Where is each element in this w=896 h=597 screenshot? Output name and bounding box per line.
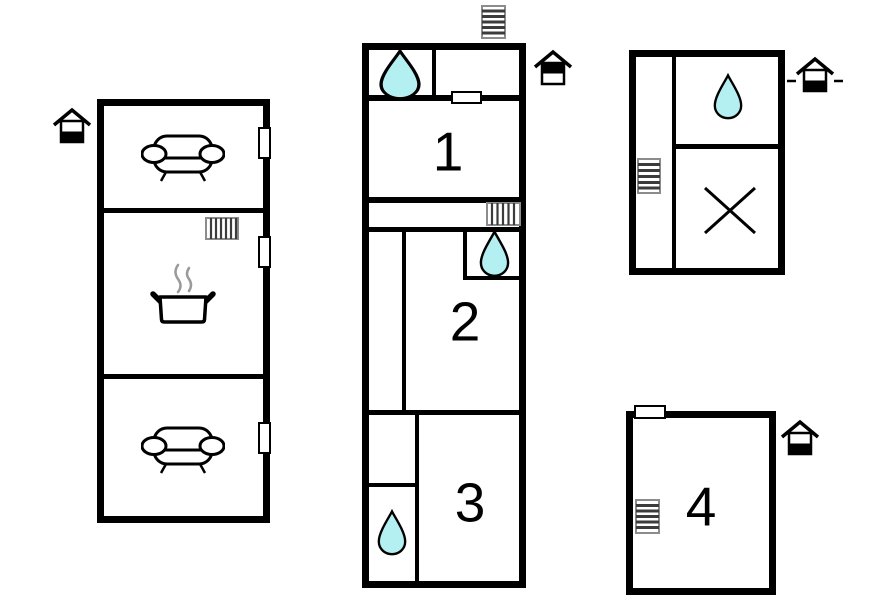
main-divider-hall xyxy=(369,227,519,232)
radiator-icon xyxy=(205,217,239,240)
main-divider-room1 xyxy=(369,197,519,203)
entrance-house-upper-icon xyxy=(533,49,573,86)
room-3-label: 3 xyxy=(454,471,486,534)
annex-corridor-wall xyxy=(672,57,676,268)
door-main-top xyxy=(451,91,482,104)
door-left-middle xyxy=(258,236,271,268)
sofa-icon xyxy=(141,426,225,474)
door-left-bottom xyxy=(258,422,271,454)
stove-pot-icon xyxy=(150,263,216,324)
x-mark-icon xyxy=(703,186,757,235)
main-divider-room2 xyxy=(369,410,519,415)
building-left-divider-2 xyxy=(104,374,263,379)
entrance-house-icon xyxy=(52,107,92,144)
room-2-label: 2 xyxy=(449,290,481,353)
main-bath2-wall-h xyxy=(463,276,519,280)
stairs-icon xyxy=(481,5,506,39)
water-drop-icon xyxy=(713,72,743,120)
water-drop-icon xyxy=(377,508,407,556)
water-drop-icon xyxy=(479,229,510,278)
building-left-divider-1 xyxy=(104,208,263,213)
main-room3-wall xyxy=(415,415,419,581)
sofa-icon xyxy=(141,134,225,182)
stairs-icon xyxy=(635,499,660,534)
building-main-outline xyxy=(362,43,526,588)
entrance-house-icon xyxy=(780,419,820,456)
door-room4 xyxy=(634,405,666,419)
room-4-label: 4 xyxy=(685,475,717,538)
water-drop-icon xyxy=(379,49,421,100)
door-left-top xyxy=(258,127,271,159)
main-corridor-wall xyxy=(402,232,406,410)
annex-divider xyxy=(676,144,778,149)
radiator-icon xyxy=(486,202,521,226)
main-divider-top xyxy=(369,95,519,101)
stairs-icon xyxy=(637,158,661,194)
main-bath3-wall xyxy=(369,483,415,487)
room-1-label: 1 xyxy=(432,120,464,183)
main-bath-top-wall xyxy=(432,50,436,95)
entrance-house-dashed-icon xyxy=(787,56,843,93)
main-bath2-wall-v xyxy=(463,232,467,278)
